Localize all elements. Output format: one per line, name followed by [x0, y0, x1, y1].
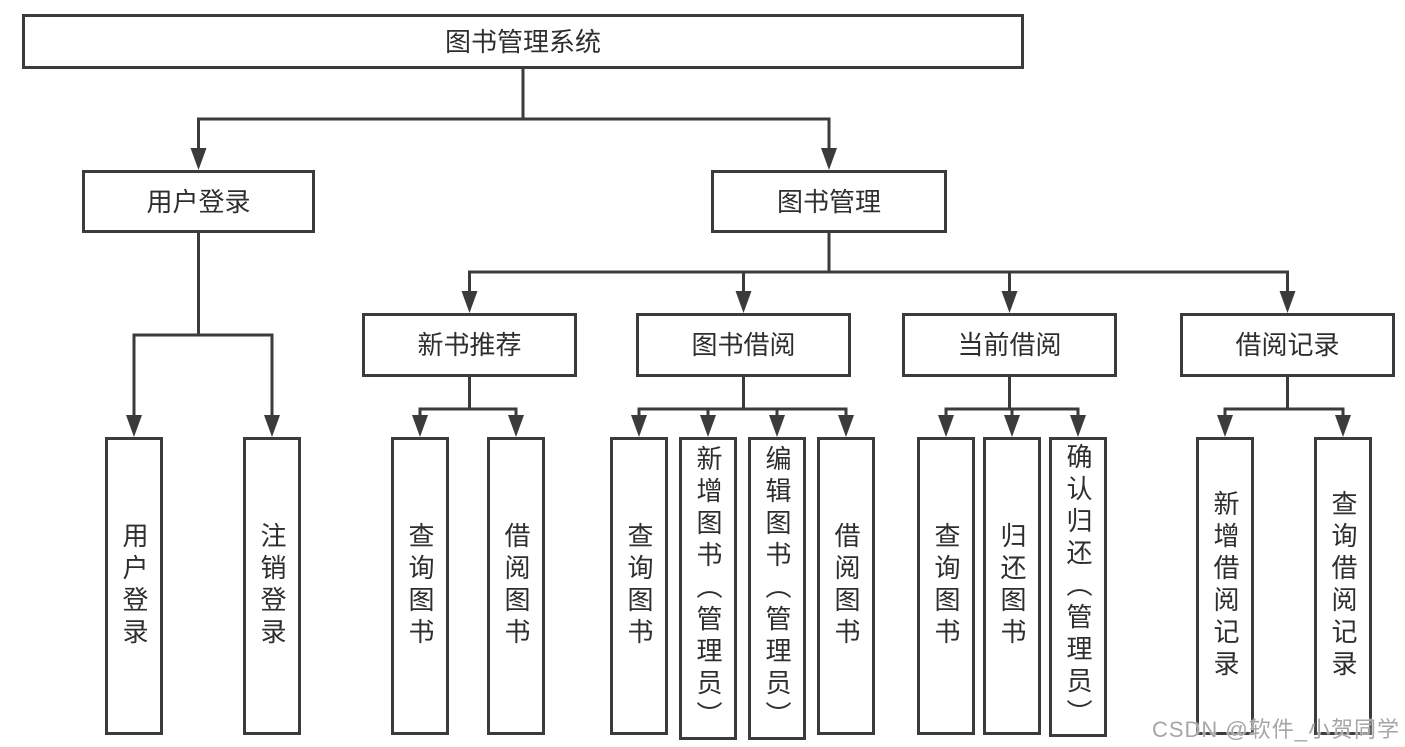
leaf-return-books: 归还图书	[983, 437, 1041, 735]
leaf-borrow-books-recommend-label: 借阅图书	[501, 522, 531, 650]
leaf-logout: 注销登录	[243, 437, 301, 735]
leaf-borrow-books-recommend: 借阅图书	[487, 437, 545, 735]
leaf-add-books-admin: 新增图书（管理员）	[679, 437, 737, 740]
connector-borrow-records	[1223, 377, 1345, 417]
leaf-query-books-recommend: 查询图书	[391, 437, 449, 735]
connector-current-borrowing	[944, 377, 1080, 417]
leaf-return-books-label: 归还图书	[997, 522, 1027, 650]
leaf-query-borrow-record-label: 查询借阅记录	[1328, 490, 1358, 682]
node-current-borrowing: 当前借阅	[902, 313, 1117, 377]
connector-book-borrowing	[637, 377, 848, 417]
leaf-query-books-recommend-label: 查询图书	[405, 522, 435, 650]
node-borrowing-records-label: 借阅记录	[1235, 330, 1340, 360]
node-book-management: 图书管理	[711, 170, 947, 233]
leaf-query-books-borrowing: 查询图书	[610, 437, 668, 735]
leaf-edit-books-admin-label: 编辑图书（管理员）	[762, 444, 792, 733]
node-library-system: 图书管理系统	[22, 14, 1024, 69]
leaf-user-login-label: 用户登录	[119, 522, 149, 650]
node-library-system-label: 图书管理系统	[444, 26, 601, 57]
leaf-query-books-current: 查询图书	[917, 437, 975, 735]
leaf-borrow-books-borrowing-label: 借阅图书	[831, 522, 861, 650]
node-new-book-recommend-label: 新书推荐	[417, 330, 522, 360]
leaf-add-borrow-record: 新增借阅记录	[1196, 437, 1254, 735]
leaf-confirm-return-admin-label: 确认归还（管理员）	[1063, 443, 1093, 731]
node-current-borrowing-label: 当前借阅	[957, 330, 1062, 360]
leaf-borrow-books-borrowing: 借阅图书	[817, 437, 875, 735]
connector-user-login	[132, 233, 274, 417]
leaf-query-books-current-label: 查询图书	[931, 522, 961, 650]
node-borrowing-records: 借阅记录	[1180, 313, 1395, 377]
leaf-query-books-borrowing-label: 查询图书	[624, 522, 654, 650]
leaf-add-books-admin-label: 新增图书（管理员）	[693, 444, 723, 733]
node-book-borrowing-label: 图书借阅	[691, 330, 796, 360]
arrowheads	[126, 148, 1351, 437]
connector-book-management	[468, 233, 1289, 293]
leaf-confirm-return-admin: 确认归还（管理员）	[1049, 437, 1107, 737]
node-new-book-recommend: 新书推荐	[362, 313, 577, 377]
node-book-management-label: 图书管理	[776, 186, 881, 217]
leaf-add-borrow-record-label: 新增借阅记录	[1210, 490, 1240, 682]
leaf-edit-books-admin: 编辑图书（管理员）	[748, 437, 806, 740]
connector-new-book	[418, 377, 518, 417]
node-user-login-label: 用户登录	[146, 186, 251, 217]
leaf-query-borrow-record: 查询借阅记录	[1314, 437, 1372, 735]
leaf-user-login: 用户登录	[105, 437, 163, 735]
csdn-watermark: CSDN @软件_小贺同学	[1151, 717, 1400, 742]
connector-root-drops	[197, 119, 831, 150]
node-user-login: 用户登录	[82, 170, 315, 233]
node-book-borrowing: 图书借阅	[636, 313, 851, 377]
leaf-logout-label: 注销登录	[257, 522, 287, 650]
